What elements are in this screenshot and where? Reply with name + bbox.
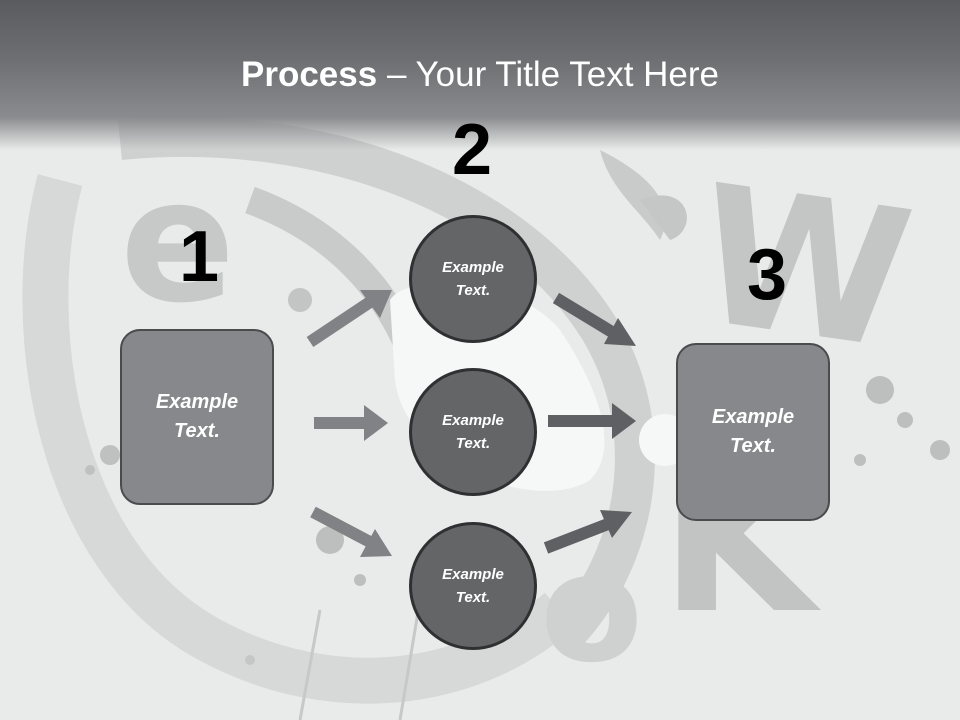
arrow-left-down [310,506,392,557]
circle-middle-label: Example Text. [442,412,504,452]
arrow-right-middle [548,403,636,439]
svg-text:e: e [120,143,235,341]
left-box-label: Example Text. [155,391,239,442]
right-box-label: Example Text. [711,406,795,457]
step-number-1: 1 [178,217,220,297]
circle-bottom[interactable]: Example Text. [409,522,537,650]
left-example-box[interactable]: Example Text. [120,329,274,505]
arrow-left-up [306,290,392,347]
step-number-2: 2 [451,110,493,190]
circle-bottom-label: Example Text. [442,566,504,606]
arrow-right-up [543,510,632,554]
circle-top[interactable]: Example Text. [409,215,537,343]
right-example-box[interactable]: Example Text. [676,343,830,521]
svg-text:o: o [540,522,643,696]
arrow-left-middle [314,405,388,441]
slide-title: Process – Your Title Text Here [0,52,960,98]
title-rest: – Your Title Text Here [377,55,719,94]
circle-top-label: Example Text. [442,259,504,299]
arrow-right-down [552,292,636,346]
circle-middle[interactable]: Example Text. [409,368,537,496]
step-number-3: 3 [746,235,788,315]
title-bold: Process [241,55,378,94]
title-bar [0,0,960,150]
